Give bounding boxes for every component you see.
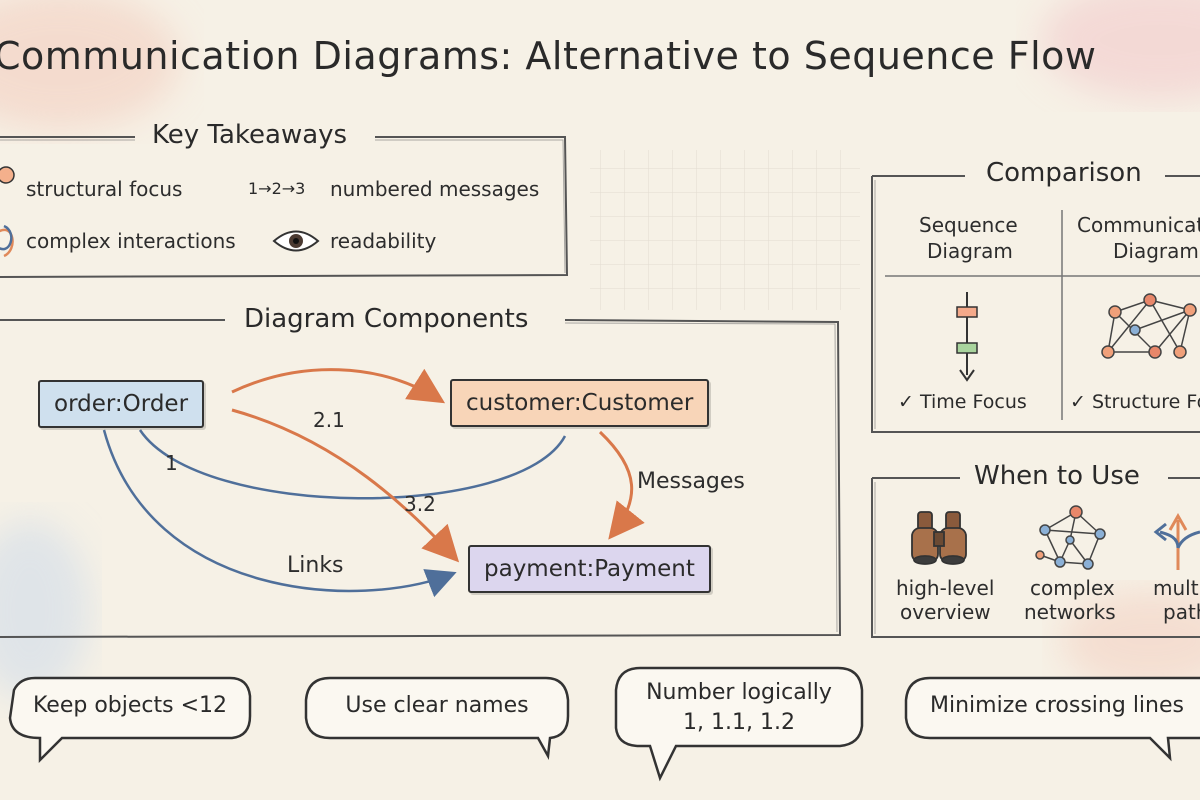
bubble-3 [614,666,864,782]
takeaway-numbered-messages: numbered messages [330,177,540,201]
knot-icon [0,224,14,258]
comparison-left-title-1: Sequence [919,213,1018,237]
dot-icon [0,166,15,184]
object-payment: payment:Payment [468,545,711,593]
message-number-2-1: 2.1 [313,408,345,432]
message-number-3-2: 3.2 [404,492,436,516]
comparison-right-title-1: Communication [1077,213,1200,237]
link-order-customer [138,429,567,500]
when-item-2-line1: complex [1030,576,1115,600]
takeaway-complex-interactions: complex interactions [26,229,236,253]
object-customer: customer:Customer [450,379,710,427]
bubble-1 [8,676,252,764]
takeaway-structural-focus: structural focus [26,177,183,201]
comparison-left-title-2: Diagram [927,239,1013,263]
comparison-right-title-2: Diagram [1113,239,1199,263]
network-icon [1035,505,1106,570]
message-order-to-customer [231,368,446,404]
message-customer-to-payment [598,430,645,540]
network-mini-icon [1101,293,1197,359]
comparison-heading: Comparison [986,158,1142,188]
when-item-3-line2: paths [1163,600,1200,624]
message-order-to-payment [231,408,460,563]
eye-icon [272,230,320,252]
sequence-mini-icon [956,292,978,382]
comparison-right-caption: ✓ Structure Focus [1070,391,1200,413]
page-title: Communication Diagrams: Alternative to S… [0,34,1097,78]
bubble-2 [304,676,570,761]
label-messages: Messages [637,469,745,494]
comparison-left-caption: ✓ Time Focus [898,391,1027,413]
components-heading: Diagram Components [244,304,529,334]
sequence-arrows-icon: 1→2→3 [248,179,306,198]
takeaway-readability: readability [330,229,437,253]
object-order: order:Order [38,380,205,428]
link-order-payment [102,429,457,598]
when-item-3-line1: multiple [1153,576,1200,600]
key-takeaways-heading: Key Takeaways [152,120,348,150]
tip-number-logically: Number logically [646,680,832,705]
tip-number-example: 1, 1.1, 1.2 [683,710,795,735]
label-links: Links [287,553,344,578]
tip-keep-objects: Keep objects <12 [32,693,228,718]
message-number-1: 1 [165,451,178,475]
when-item-2-line2: networks [1024,600,1116,624]
binoculars-icon [911,511,967,565]
tip-minimize-crossing: Minimize crossing lines [930,693,1184,718]
tip-clear-names: Use clear names [345,693,529,718]
branch-arrows-icon [1153,512,1200,570]
when-item-1-line1: high-level [896,576,995,600]
when-to-use-heading: When to Use [974,461,1140,491]
when-item-1-line2: overview [900,600,991,624]
bubble-4 [904,676,1200,762]
